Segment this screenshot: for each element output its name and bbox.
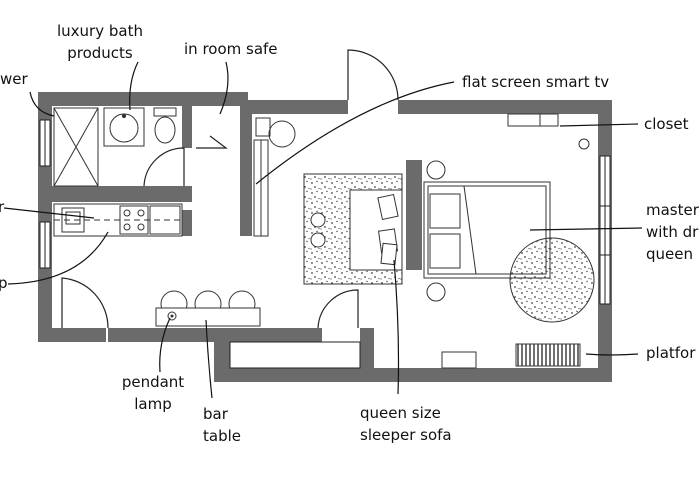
cooktop: [119, 205, 149, 235]
bar-table: [155, 307, 261, 327]
tv-chair-icon: [268, 120, 296, 148]
bar-area: [155, 290, 261, 327]
living-area: [303, 173, 403, 285]
label-bar-table: bar table: [203, 405, 241, 445]
windows: [39, 119, 611, 369]
safe-door: [196, 135, 228, 149]
leader-closet: [559, 123, 639, 127]
label-queen-sleeper-sofa: queen size sleeper sofa: [360, 404, 452, 444]
pillow: [380, 242, 398, 266]
doors: [61, 49, 399, 329]
wall-step-left: [214, 328, 230, 382]
bath-door: [143, 147, 185, 187]
wall-step-right: [360, 328, 374, 368]
bed-pillow: [429, 233, 461, 269]
kitchenette: [53, 203, 183, 237]
vanity: [103, 107, 145, 147]
pendant-lamp-icon: [167, 311, 177, 321]
leader-bath-products: [129, 61, 139, 111]
leader-platform: [585, 353, 639, 356]
leader-left: [7, 231, 109, 285]
wall-top-left-segment: [240, 100, 348, 114]
wall-bath-divider: [52, 186, 192, 202]
kitchen-sink: [61, 207, 85, 233]
label-in-room-safe: in room safe: [184, 40, 278, 58]
closet: [507, 113, 590, 150]
label-master-bed: master with dr queen: [646, 201, 699, 263]
leader-tv: [255, 81, 455, 185]
leader-safe: [219, 61, 229, 115]
leader-pendant: [159, 317, 171, 373]
front-left-door: [61, 277, 109, 329]
toilet-tank: [153, 107, 177, 117]
leader-bar: [205, 319, 213, 399]
sink-icon: [109, 113, 139, 143]
wall-bed-headboard: [406, 160, 422, 270]
opening-bottom: [229, 341, 361, 369]
nightstand-lamp-icon: [426, 160, 446, 180]
master-bed: [423, 160, 595, 369]
label-left-cut: p: [0, 274, 8, 292]
label-platform: platfor: [646, 344, 696, 362]
label-flat-screen-tv: flat screen smart tv: [462, 73, 610, 91]
wall-bottom-right: [214, 368, 612, 382]
wall-bath-inner: [182, 106, 192, 148]
wall-top-right-segment: [398, 100, 612, 114]
side-table-icon: [310, 212, 326, 228]
walls: [38, 92, 612, 382]
round-rug: [509, 237, 595, 323]
dresser: [441, 351, 477, 369]
leader-bed: [529, 227, 643, 231]
wall-bottom-left: [38, 328, 106, 342]
bed-pillow: [429, 193, 461, 229]
bathroom: [53, 107, 177, 187]
side-table-icon: [310, 232, 326, 248]
toilet-icon: [154, 116, 176, 144]
wall-safe-column: [240, 100, 252, 236]
entry-door: [347, 49, 399, 101]
platform-steps: [515, 343, 581, 367]
leader-lines: [3, 61, 643, 399]
closet-shelf: [507, 113, 559, 127]
nightstand-lamp-icon: [426, 282, 446, 302]
label-luxury-bath-products: luxury bath products: [57, 22, 143, 62]
leader-sofa: [393, 259, 400, 395]
closet-knob-icon: [578, 138, 590, 150]
wall-bath-top: [38, 92, 248, 106]
label-kitchen-cut: r: [0, 198, 5, 216]
pillow: [377, 193, 399, 221]
tv-cabinet: [253, 117, 296, 237]
wall-kitchen-end: [182, 210, 192, 236]
label-pendant-lamp: pendant lamp: [121, 373, 185, 413]
label-closet: closet: [644, 115, 689, 133]
label-shower: wer: [0, 70, 28, 88]
bedroom-door: [317, 289, 359, 329]
leader-shower: [29, 91, 55, 117]
leader-kitchen: [3, 207, 95, 219]
